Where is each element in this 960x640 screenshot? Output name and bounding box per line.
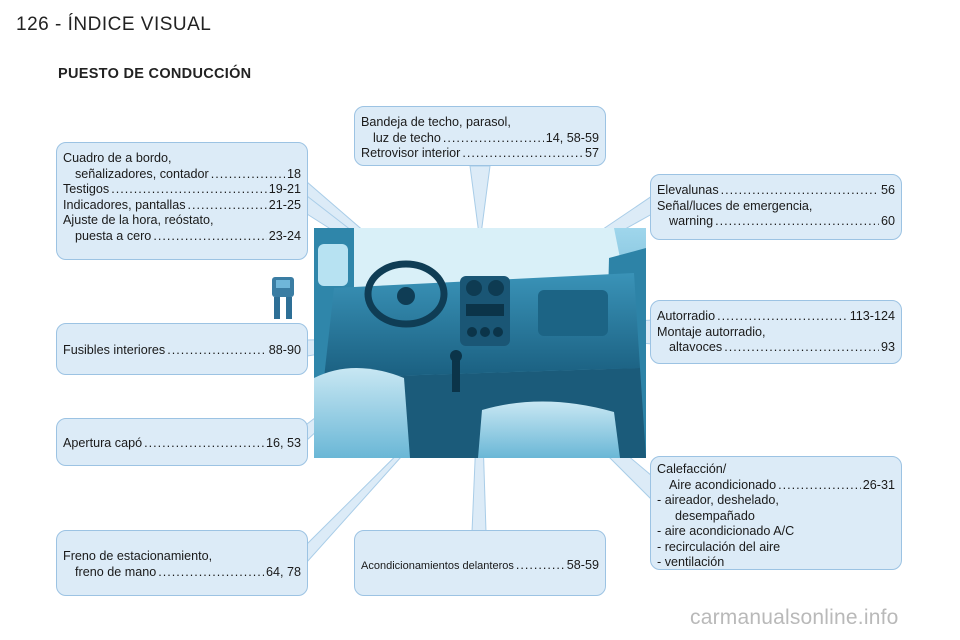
fuse-icon (270, 277, 296, 319)
watermark: carmanualsonline.info (690, 606, 899, 629)
entry-senal-emergencia: Señal/luces de emergencia, (657, 198, 813, 213)
entry-bandeja: Bandeja de techo, parasol, (361, 115, 511, 129)
entry-desempanado: desempañado (675, 508, 755, 523)
entry-puesta-cero: puesta a cero23-24 (63, 229, 301, 245)
callout-calefaccion: Calefacción/ Aire acondicionado26-31 - a… (650, 456, 902, 570)
entry-autorradio: Autorradio113-124 (657, 309, 895, 325)
callout-autorradio: Autorradio113-124 Montaje autorradio, al… (650, 300, 902, 364)
entry-aire-ac: - aire acondicionado A/C (657, 524, 795, 538)
entry-freno-mano: freno de mano64, 78 (63, 565, 301, 581)
entry-montaje-autorradio: Montaje autorradio, (657, 324, 766, 339)
entry-apertura-capo: Apertura capó16, 53 (63, 436, 301, 452)
entry-aireador: - aireador, deshelado, (657, 493, 779, 507)
entry-aire-acondicionado: Aire acondicionado26-31 (657, 478, 895, 494)
entry-elevalunas: Elevalunas56 (657, 183, 895, 199)
entry-freno-estacionamiento: Freno de estacionamiento, (63, 549, 213, 563)
section-title: PUESTO DE CONDUCCIÓN (58, 66, 252, 82)
entry-ventilacion: - ventilación (657, 555, 725, 569)
entry-indicadores: Indicadores, pantallas21-25 (63, 198, 301, 214)
entry-recirculacion: - recirculación del aire (657, 539, 781, 554)
entry-cuadro: Cuadro de a bordo, (63, 151, 172, 165)
entry-retrovisor: Retrovisor interior57 (361, 146, 599, 162)
entry-ajuste-hora: Ajuste de la hora, reóstato, (63, 213, 214, 227)
entry-altavoces: altavoces93 (657, 340, 895, 356)
callout-acondicionamientos: Acondicionamientos delanteros58-59 (354, 530, 606, 596)
page-header: 126 - ÍNDICE VISUAL (16, 14, 211, 36)
entry-acondicionamientos: Acondicionamientos delanteros58-59 (361, 558, 599, 575)
page-number: 126 (16, 14, 50, 35)
callout-fusibles: Fusibles interiores88-90 (56, 323, 308, 375)
header-separator: - (54, 14, 62, 35)
callout-capo: Apertura capó16, 53 (56, 418, 308, 466)
entry-warning: warning60 (657, 214, 895, 230)
callout-freno: Freno de estacionamiento, freno de mano6… (56, 530, 308, 596)
entry-testigos: Testigos19-21 (63, 182, 301, 198)
cockpit-photo (314, 228, 646, 458)
entry-luz-techo: luz de techo14, 58-59 (361, 131, 599, 147)
entry-calefaccion: Calefacción/ (657, 462, 727, 476)
entry-senalizadores: señalizadores, contador18 (63, 167, 301, 183)
page-title: ÍNDICE VISUAL (67, 14, 212, 35)
entry-fusibles: Fusibles interiores88-90 (63, 343, 301, 359)
callout-techo: Bandeja de techo, parasol, luz de techo1… (354, 106, 606, 166)
callout-instrumentos: Cuadro de a bordo, señalizadores, contad… (56, 142, 308, 260)
callout-elevalunas: Elevalunas56 Señal/luces de emergencia, … (650, 174, 902, 240)
